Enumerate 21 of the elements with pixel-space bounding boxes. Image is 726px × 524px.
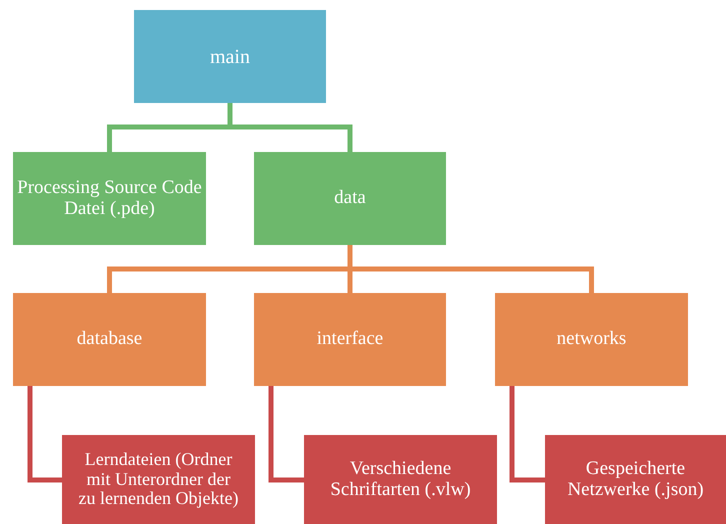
root-box [134, 10, 326, 103]
box-label: database [76, 329, 142, 350]
folder-box [254, 293, 446, 386]
box-label: data [334, 188, 366, 209]
folder-box [495, 293, 688, 386]
box-label: main [210, 46, 250, 68]
content-box [545, 435, 726, 524]
folder-box [13, 293, 206, 386]
folder-box [13, 152, 206, 245]
content-box [62, 435, 255, 524]
folder-box [254, 152, 446, 245]
box-label: networks [556, 329, 626, 350]
box-label: Lerndateien (Ordner mit Unterordner der zu lernenden Objekte) [78, 450, 240, 510]
connector-line [268, 386, 304, 482]
box-label: Verschiedene Schriftarten (.vlw) [329, 458, 472, 500]
connector-line [28, 386, 62, 482]
content-box [304, 435, 497, 524]
box-label: Processing Source Code Datei (.pde) [17, 178, 202, 220]
box-label: Gespeicherte Netzwerke (.json) [566, 458, 705, 500]
connector-line [510, 386, 545, 482]
box-label: interface [316, 329, 384, 350]
